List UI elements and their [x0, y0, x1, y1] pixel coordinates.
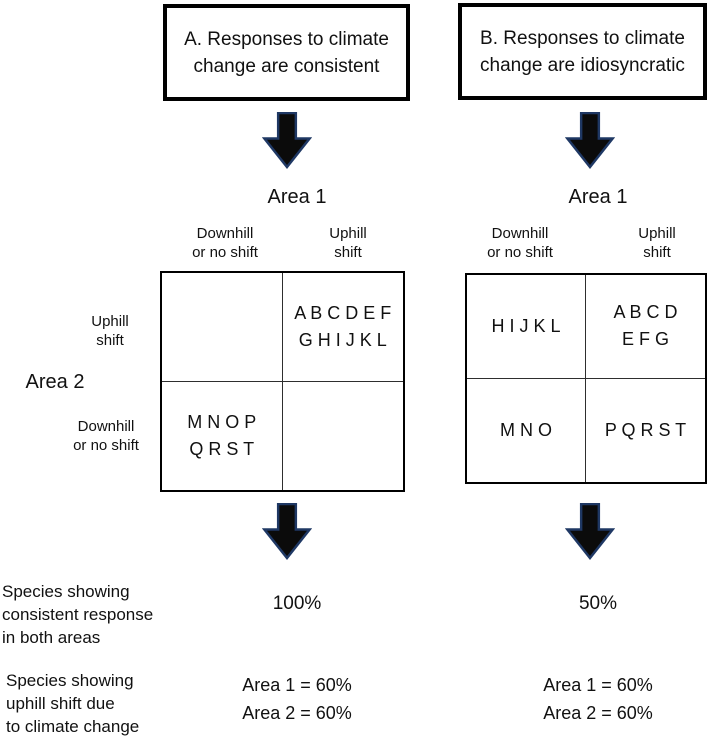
col-header-downhill-b: Downhill or no shift — [487, 225, 553, 261]
down-arrow-icon — [565, 503, 615, 560]
matrix-b-cell-top-right: A B C D E F G — [586, 275, 705, 379]
arrow-shape — [565, 503, 615, 560]
footer-label-consistent: Species showing consistent response in b… — [2, 582, 154, 647]
uphill-values-panel-b: Area 1 = 60% Area 2 = 60% — [543, 675, 653, 723]
matrix-b-cell-bottom-left: M N O — [467, 378, 586, 482]
matrix-a-cell-top-right: A B C D E F G H I J K L — [282, 273, 403, 382]
consistent-pct-panel-a: 100% — [272, 593, 322, 614]
col-header-downhill-a: Downhill or no shift — [192, 225, 258, 261]
row-header-downhill: Downhill or no shift — [73, 418, 139, 454]
down-arrow-icon — [565, 112, 615, 169]
matrix-panel-b: H I J K L A B C D E F G M N O P Q R S T — [465, 273, 707, 484]
matrix-b-cell-top-left: H I J K L — [467, 275, 586, 379]
matrix-a-cell-top-left — [162, 273, 283, 382]
row-header-uphill: Uphill shift — [91, 313, 129, 349]
matrix-panel-a: A B C D E F G H I J K L M N O P Q R S T — [160, 271, 405, 492]
arrow-shape — [262, 503, 312, 560]
matrix-a-cell-bottom-right — [283, 382, 404, 491]
matrix-a-cell-bottom-left: M N O P Q R S T — [162, 381, 283, 490]
footer-label-uphill: Species showing uphill shift due to clim… — [6, 671, 140, 736]
panel-b-title-box: B. Responses to climate change are idios… — [458, 3, 707, 100]
col-header-uphill-b: Uphill shift — [638, 225, 676, 261]
down-arrow-icon — [262, 503, 312, 560]
panel-a-title-box: A. Responses to climate change are consi… — [163, 4, 410, 101]
arrow-shape — [262, 112, 312, 169]
consistent-pct-panel-b: 50% — [578, 593, 618, 614]
panel-b-title: B. Responses to climate change are idios… — [480, 27, 685, 76]
area1-label-panel-b: Area 1 — [568, 186, 628, 208]
matrix-b-cell-bottom-right: P Q R S T — [604, 419, 687, 440]
arrow-shape — [565, 112, 615, 169]
col-header-uphill-a: Uphill shift — [329, 225, 367, 261]
down-arrow-icon — [262, 112, 312, 169]
area1-label-panel-a: Area 1 — [267, 186, 327, 208]
panel-a-title: A. Responses to climate change are consi… — [184, 28, 389, 77]
uphill-values-panel-a: Area 1 = 60% Area 2 = 60% — [242, 675, 352, 723]
area2-label: Area 2 — [25, 371, 85, 393]
